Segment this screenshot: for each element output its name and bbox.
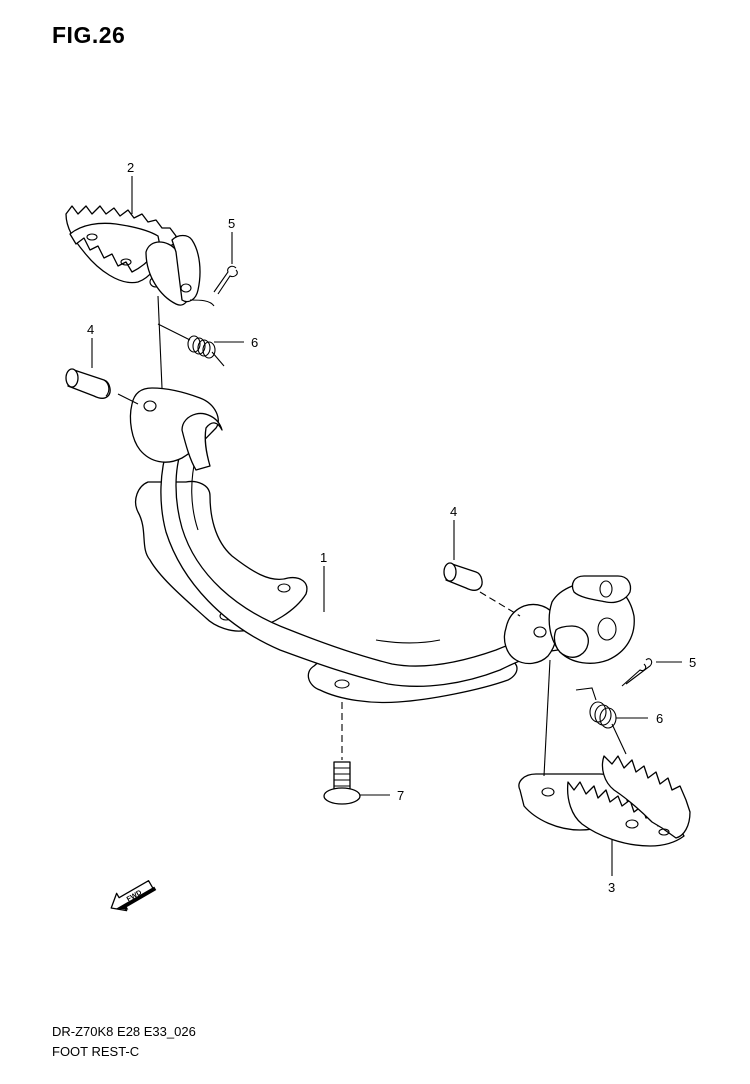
foot-rest-bracket <box>129 387 635 704</box>
spring-upper <box>157 323 225 367</box>
callout-1: 1 <box>320 550 327 565</box>
pin-lower <box>443 562 483 591</box>
assembly-lines <box>117 295 551 777</box>
foot-rest-left <box>65 205 201 306</box>
pin-upper <box>65 368 111 399</box>
figure-title: FIG.26 <box>52 22 126 48</box>
callout-2: 2 <box>127 160 134 175</box>
foot-rest-right <box>518 755 691 847</box>
callout-7: 7 <box>397 788 404 803</box>
callout-6-upper: 6 <box>251 335 258 350</box>
callout-4-lower: 4 <box>450 504 457 519</box>
figure-name: FOOT REST-C <box>52 1044 140 1059</box>
callout-labels: 1 2 3 4 4 5 5 6 6 7 <box>87 160 696 895</box>
leader-lines <box>91 176 682 876</box>
callout-5-lower: 5 <box>689 655 696 670</box>
cotter-pin-upper <box>213 265 238 295</box>
spring-lower <box>575 687 627 755</box>
callout-3: 3 <box>608 880 615 895</box>
fwd-arrow: FWD <box>110 880 157 912</box>
callout-5-upper: 5 <box>228 216 235 231</box>
bolt <box>323 761 361 805</box>
callout-4-upper: 4 <box>87 322 94 337</box>
callout-6-lower: 6 <box>656 711 663 726</box>
cotter-pin-lower <box>621 658 653 687</box>
figure-code: DR-Z70K8 E28 E33_026 <box>52 1024 196 1039</box>
